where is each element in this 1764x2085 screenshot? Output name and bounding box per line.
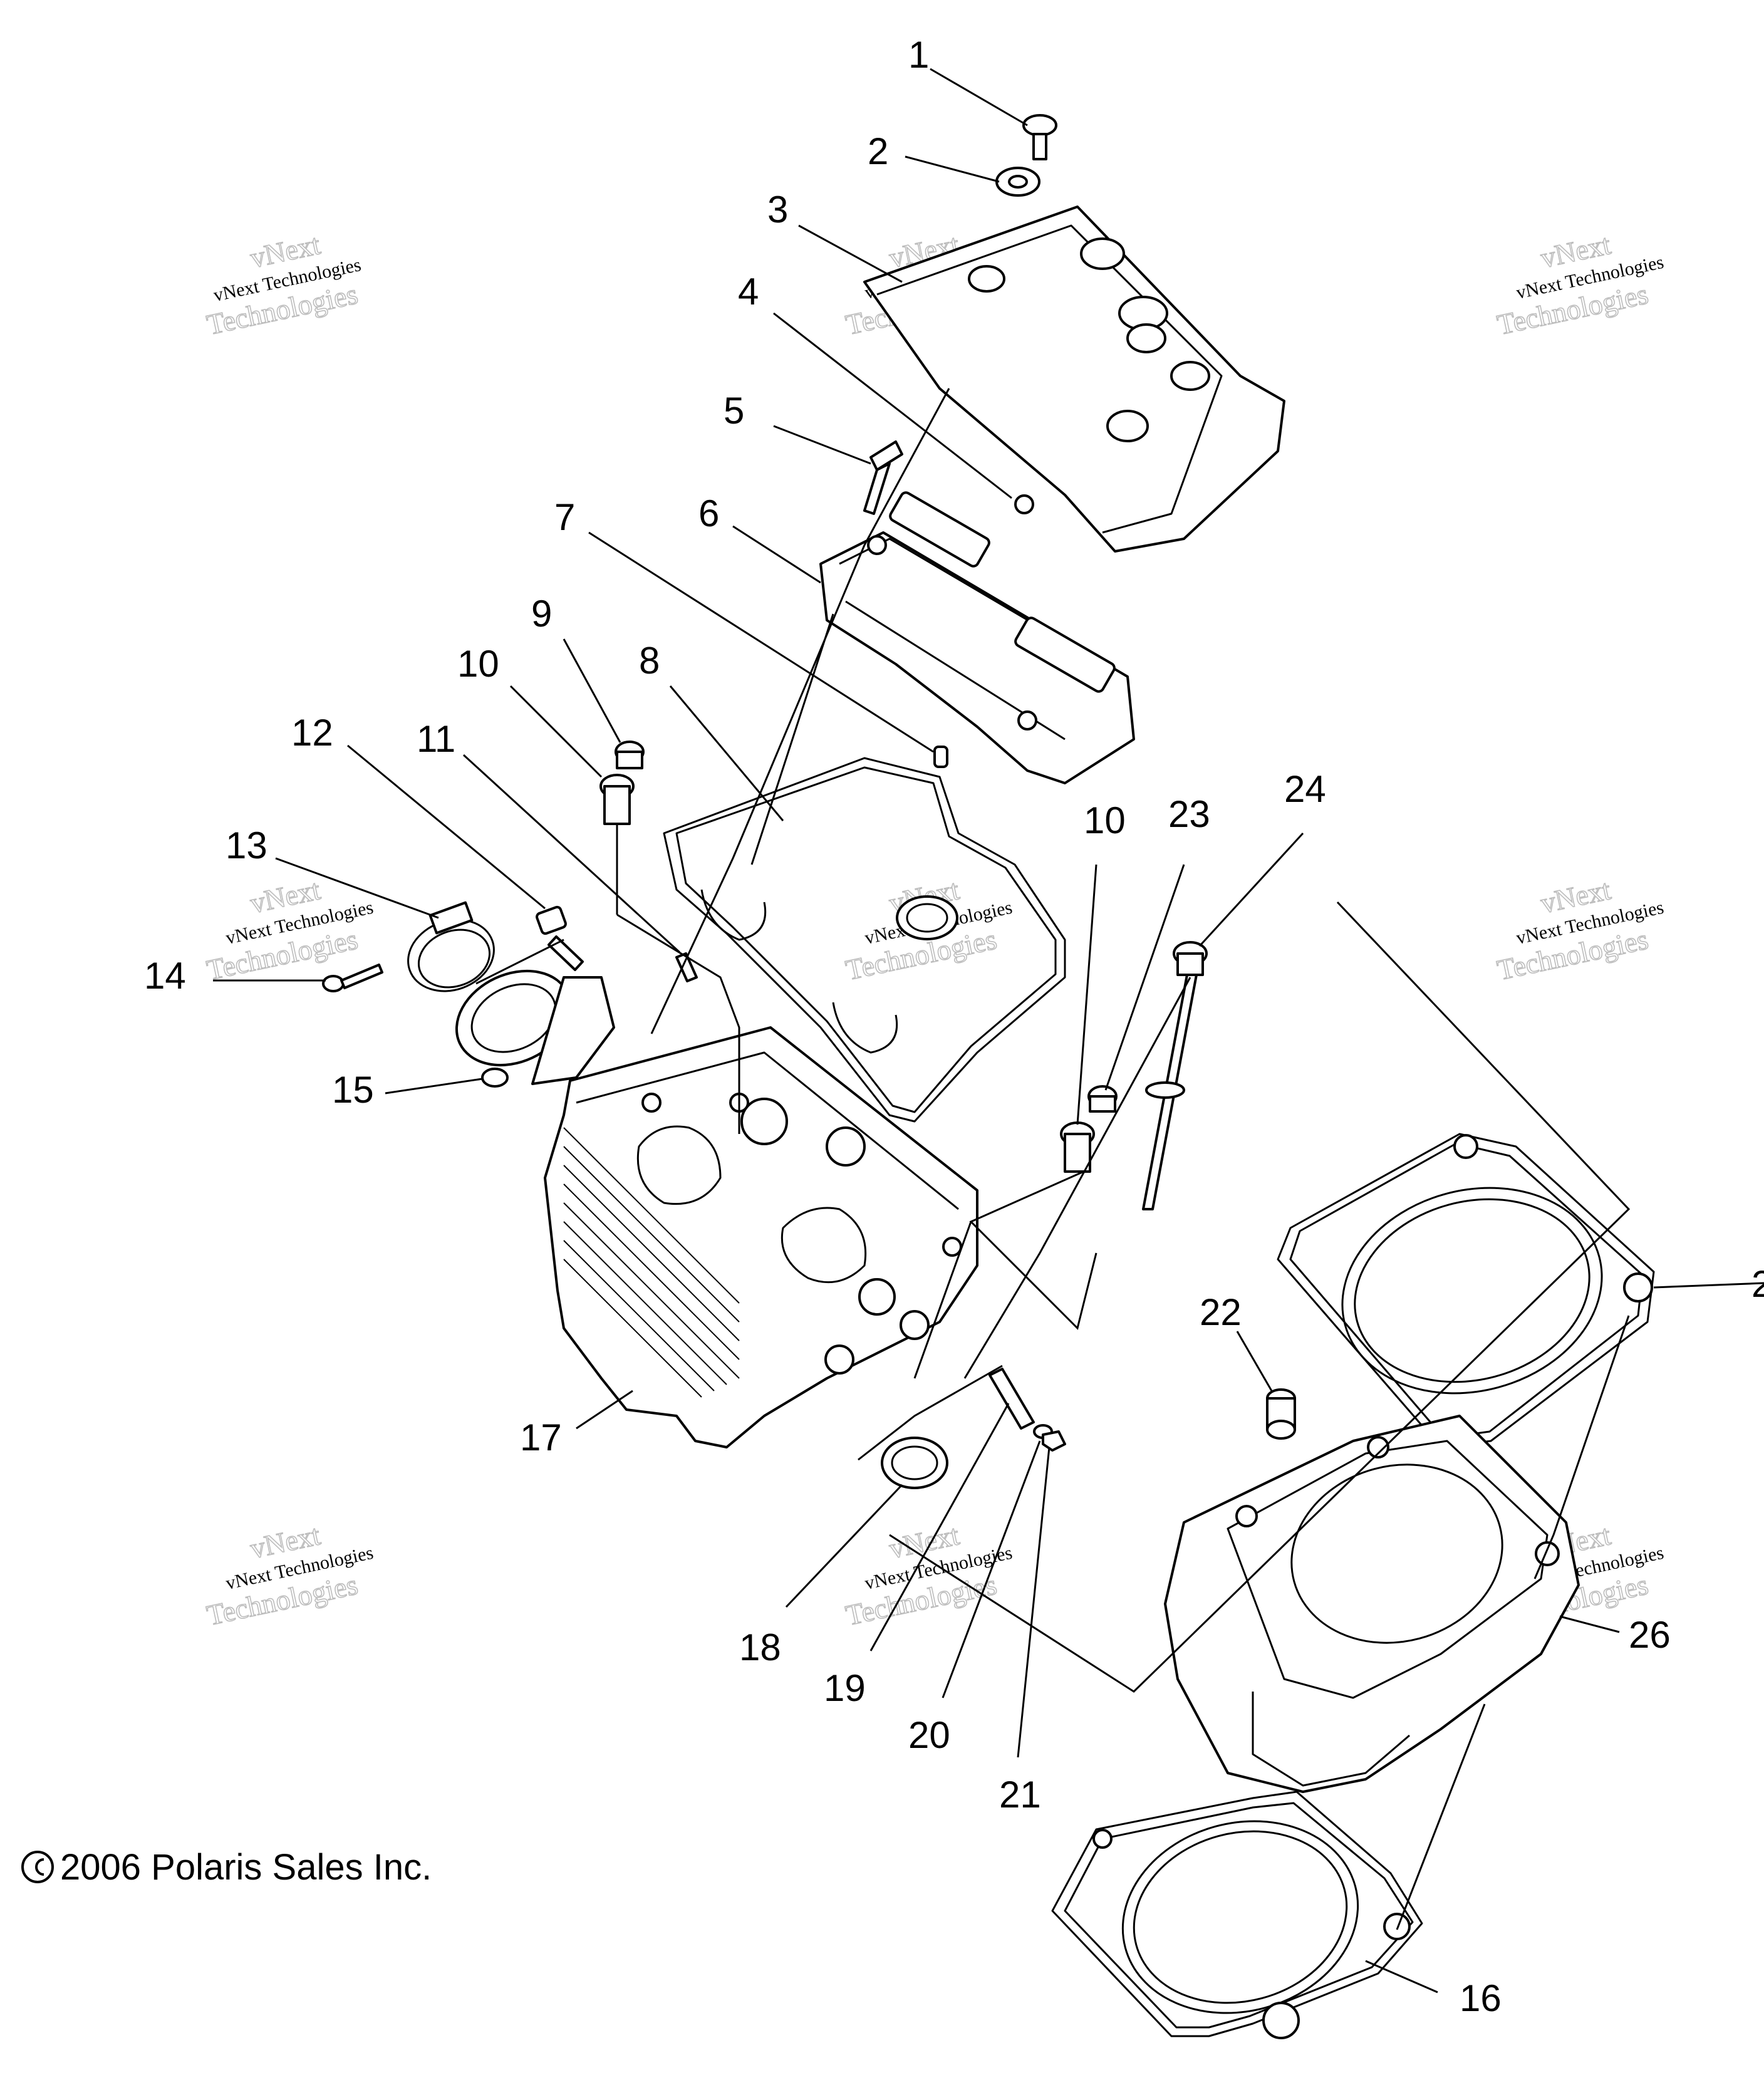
copyright-symbol-icon	[21, 1851, 54, 1883]
callout-26: 26	[1629, 1614, 1671, 1656]
callout-15: 15	[332, 1069, 374, 1111]
watermark-mid-left: vNext vNext Technologies Technologies	[204, 873, 375, 987]
part-seal-ring-18	[881, 1437, 948, 1489]
copyright-text: 2006 Polaris Sales Inc.	[60, 1847, 432, 1888]
callout-1: 1	[908, 34, 929, 76]
part-seal-9	[615, 741, 645, 769]
watermark-low-center: vNext vNext Technologies Technologies	[843, 1518, 1014, 1632]
callout-6: 6	[698, 492, 719, 534]
callout-19: 19	[824, 1667, 866, 1709]
assembly-line-gasket-to-head	[889, 901, 1631, 1693]
part-valve-10	[599, 774, 635, 915]
part-seal-23	[1087, 1085, 1118, 1113]
part-intake-boot-15	[455, 939, 615, 1088]
callout-9: 9	[531, 593, 552, 635]
part-cylinder-26	[1164, 1415, 1580, 1793]
leader-lines	[213, 68, 1764, 1994]
part-base-gasket-16	[1051, 1791, 1423, 2039]
assembly-line-cover-to-head	[650, 388, 950, 1034]
callout-12: 12	[291, 712, 333, 754]
callout-4: 4	[738, 271, 759, 313]
part-clamp-13	[407, 901, 495, 992]
callout-16: 16	[1460, 1977, 1502, 2019]
assembly-line-valve	[616, 913, 740, 1134]
callout-17: 17	[520, 1417, 562, 1458]
callout-8: 8	[639, 640, 660, 682]
part-dowel-22	[1266, 1388, 1296, 1440]
part-washer-2	[995, 167, 1040, 197]
part-bolt-5	[863, 440, 903, 515]
assembly-line-cylinder-to-base	[1396, 1703, 1486, 1930]
copyright-c-glyph	[35, 1858, 44, 1876]
callout-18: 18	[739, 1626, 781, 1668]
assembly-line-carrier-to-head	[750, 613, 834, 865]
callout-20: 20	[908, 1714, 950, 1756]
callout-3: 3	[767, 189, 788, 231]
part-cam-carrier-6	[819, 491, 1135, 784]
callout-10: 10	[457, 643, 499, 685]
part-stud-19	[988, 1368, 1035, 1430]
cooling-fins	[563, 1127, 740, 1398]
assembly-line-stud	[858, 1365, 1003, 1461]
part-bolt-1	[1022, 114, 1057, 160]
part-dowel-4	[1014, 494, 1034, 514]
assembly-line-intake	[913, 1221, 972, 1379]
callout-23: 23	[1168, 793, 1210, 835]
part-dowel-7	[933, 746, 948, 768]
callout-2: 2	[868, 130, 888, 172]
callout-labels: 1 2 3 4 5 6 7 8 9 10 11 12 13 14 15 16 1…	[144, 34, 1764, 2019]
assembly-line-head-bolt-2	[963, 977, 1191, 1379]
part-bolt-12	[536, 905, 584, 971]
part-head-gasket-25	[1277, 1133, 1655, 1448]
assembly-line-cylinder-to-gasket	[1533, 1315, 1630, 1579]
watermark-low-left: vNext vNext Technologies Technologies	[204, 1518, 375, 1632]
part-head-bolt-24	[1142, 941, 1208, 1210]
part-nut-21	[1042, 1430, 1066, 1452]
callout-11: 11	[417, 718, 455, 760]
part-cover-gasket-8	[663, 757, 1066, 1123]
callout-5: 5	[724, 390, 744, 432]
assembly-line-head-bolt	[969, 1170, 1097, 1330]
callout-21: 21	[999, 1774, 1041, 1816]
watermark-mid-right: vNext vNext Technologies Technologies	[1494, 873, 1666, 987]
callout-13: 13	[226, 824, 267, 866]
callout-24: 24	[1284, 768, 1326, 810]
callout-10b: 10	[1084, 799, 1126, 841]
callout-7: 7	[554, 496, 575, 538]
copyright-notice: 2006 Polaris Sales Inc.	[21, 1847, 432, 1888]
part-valve-cover-3	[863, 205, 1285, 553]
watermark-top-right: vNext vNext Technologies Technologies	[1494, 227, 1666, 341]
watermark-top-left: vNext vNext Technologies Technologies	[204, 227, 363, 341]
part-valve-10b	[1060, 1121, 1095, 1173]
callout-25: 25	[1751, 1263, 1764, 1305]
callout-22: 22	[1200, 1291, 1242, 1333]
part-screw-14	[322, 964, 383, 992]
part-cylinder-head-17	[544, 1026, 978, 1448]
callout-14: 14	[144, 955, 186, 997]
